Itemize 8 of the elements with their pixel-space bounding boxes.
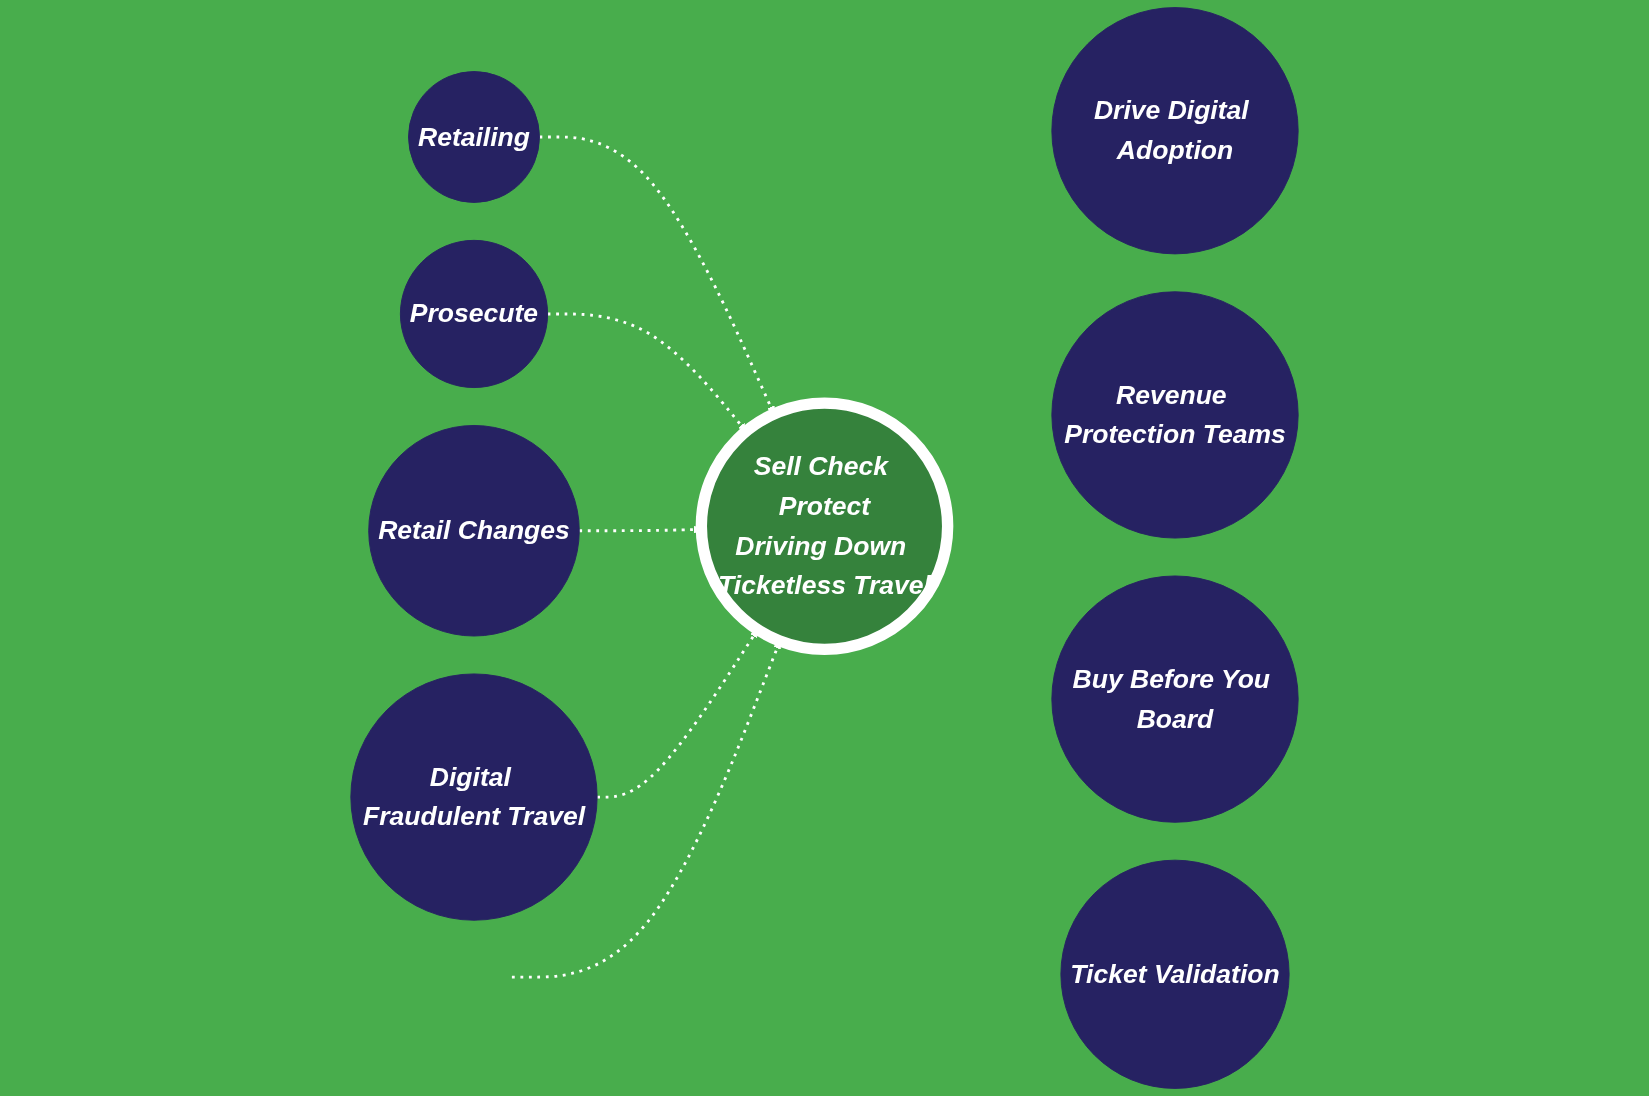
node-circle: Ticket Validation xyxy=(1060,859,1290,1089)
node-circle: Drive Digital Adoption xyxy=(1051,7,1299,255)
node-circle: Retail Changes xyxy=(368,425,580,637)
node-circle: Revenue Protection Teams xyxy=(1051,291,1299,539)
node-circle: Buy Before You Board xyxy=(1051,575,1299,823)
node-circle: Retailing xyxy=(408,71,540,203)
node-circle: Digital Fraudulent Travel xyxy=(350,673,598,921)
node-circle: Prosecute xyxy=(399,239,549,389)
